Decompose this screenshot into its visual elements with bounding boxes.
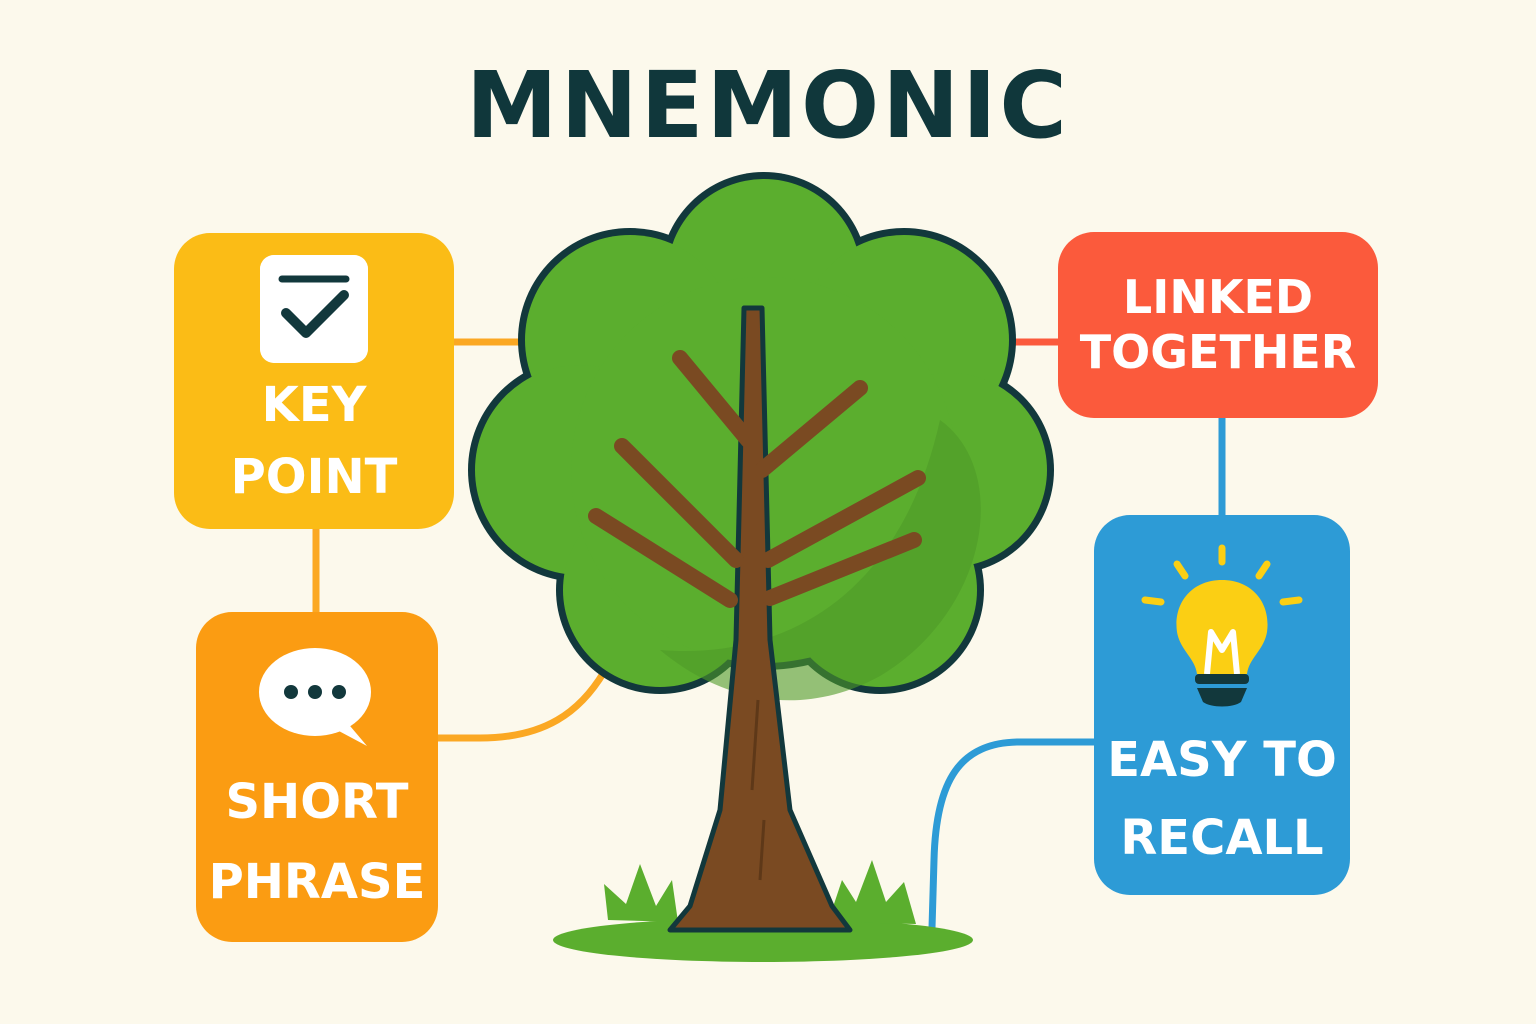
lightbulb-icon (1141, 544, 1303, 707)
foliage-shading (660, 420, 981, 701)
speech-bubble-icon (259, 648, 371, 747)
ground-shadow (553, 918, 973, 962)
linked-together-label-line2: TOGETHER (1079, 325, 1357, 379)
branch-mid-left (614, 438, 744, 568)
easy-to-recall-label-line1: EASY TO (1107, 732, 1337, 789)
branch-low-left (588, 508, 738, 608)
branch-low-right (762, 532, 922, 606)
checkbox-icon (260, 255, 368, 364)
easy-to-recall-label-line2: RECALL (1120, 810, 1324, 866)
grass-left (604, 864, 678, 922)
tree-trunk (667, 305, 853, 933)
node-easy-to-recall: EASY TO RECALL (1094, 515, 1350, 895)
short-phrase-label-line2: PHRASE (208, 854, 426, 910)
linked-together-label-line1: LINKED (1122, 269, 1314, 324)
node-linked-together: LINKED TOGETHER (1058, 232, 1378, 418)
key-point-label-line2: POINT (230, 449, 398, 505)
branch-upper-left (672, 350, 756, 448)
branch-upper-right (754, 380, 868, 478)
key-point-label-line1: KEY (261, 377, 367, 434)
node-key-point: KEY POINT (174, 233, 454, 529)
trunk-texture (750, 699, 766, 881)
node-short-phrase: SHORT PHRASE (196, 612, 438, 942)
grass-right (828, 860, 916, 924)
connector-easy-to-recall-to-ground (928, 738, 1096, 929)
connector-short-phrase-to-tree (438, 670, 608, 742)
short-phrase-label-line1: SHORT (225, 774, 409, 831)
branch-mid-right (760, 470, 926, 568)
page-title: MNEMONIC (466, 52, 1070, 159)
tree-icon (468, 172, 1054, 962)
